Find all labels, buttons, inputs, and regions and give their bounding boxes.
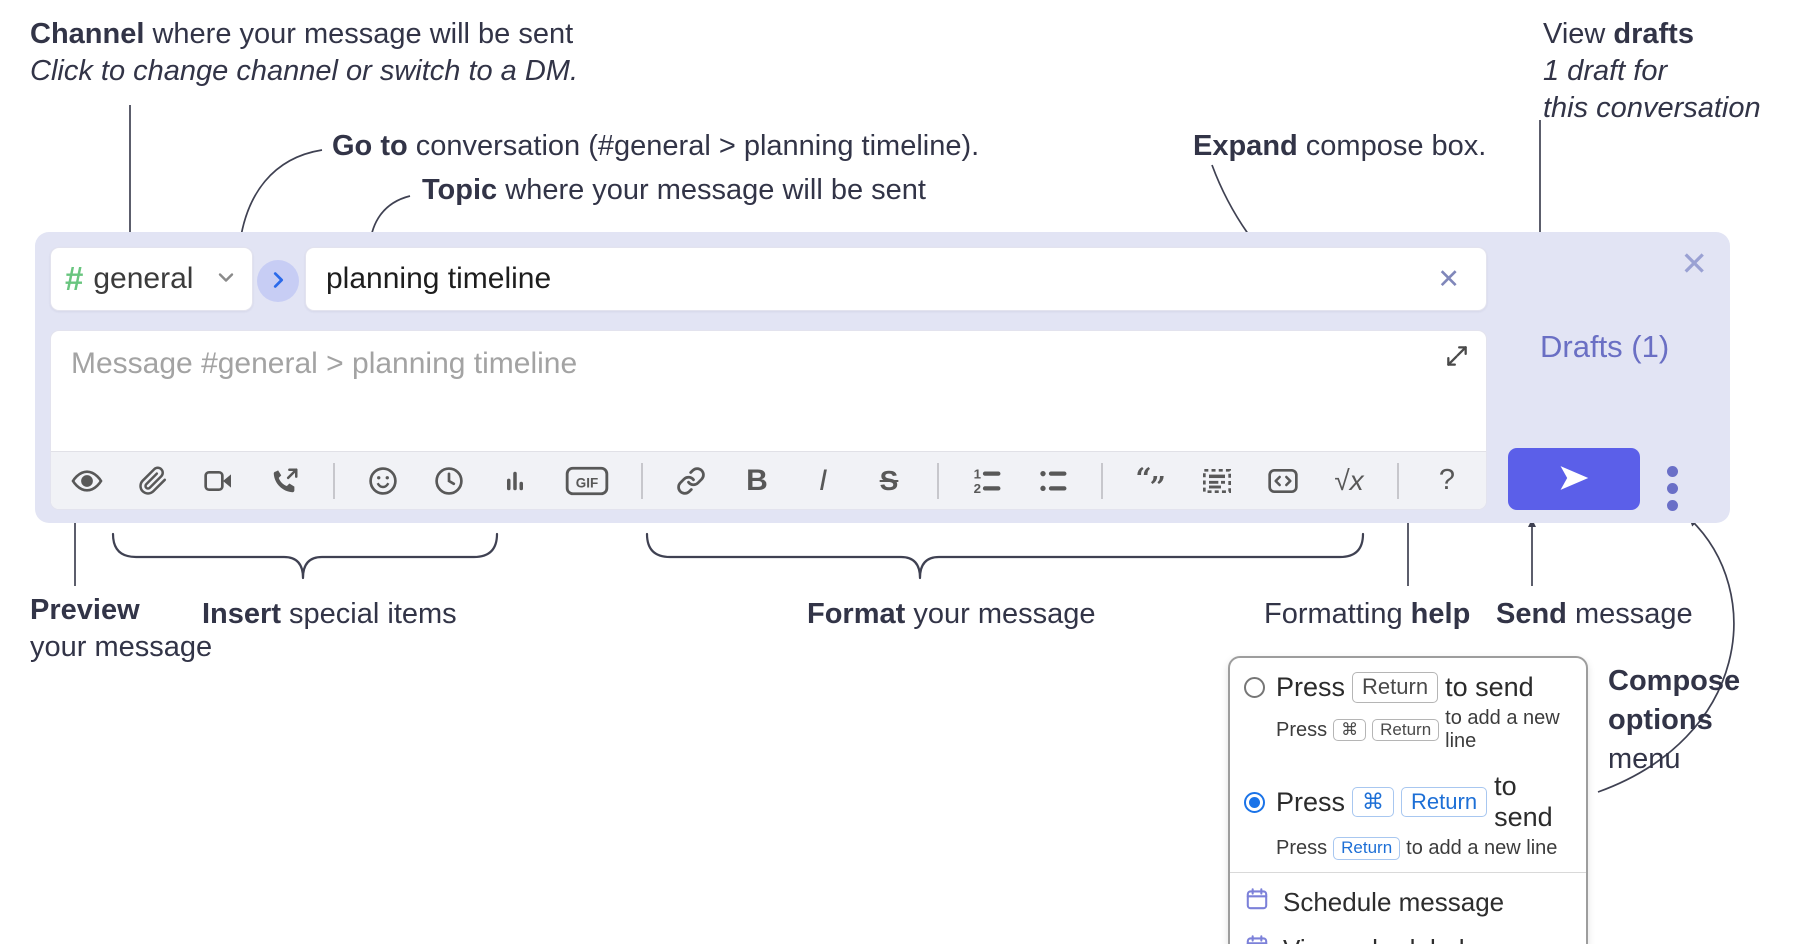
bulleted-list-icon[interactable]	[1035, 460, 1071, 502]
send-icon	[1555, 459, 1593, 500]
code-icon[interactable]	[1265, 460, 1301, 502]
compose-options-kebab-icon[interactable]	[1663, 462, 1682, 515]
cmd-key: ⌘	[1352, 786, 1395, 818]
toolbar-divider	[937, 462, 939, 499]
video-call-icon[interactable]	[201, 460, 237, 502]
topic-input[interactable]	[326, 262, 1432, 296]
cmd-key: ⌘	[1333, 718, 1367, 742]
view-scheduled-messages-item[interactable]: View scheduled messages	[1230, 926, 1590, 944]
return-key: Return	[1352, 672, 1439, 703]
goto-note: Go to conversation (#general > planning …	[332, 130, 980, 162]
return-key: Return	[1372, 718, 1440, 742]
bold-icon[interactable]: B	[746, 463, 768, 497]
link-icon[interactable]	[673, 460, 709, 502]
time-icon[interactable]	[431, 460, 467, 502]
return-key: Return	[1401, 786, 1488, 818]
insert-note: Insert special items	[202, 598, 457, 630]
svg-text:GIF: GIF	[576, 475, 598, 490]
italic-icon[interactable]: I	[818, 463, 828, 497]
preview-eye-icon[interactable]	[69, 460, 105, 502]
view-drafts-note: View drafts 1 draft for this conversatio…	[1543, 18, 1761, 124]
toolbar-divider	[1397, 462, 1399, 499]
return-key: Return	[1333, 837, 1401, 860]
quote-icon[interactable]: “”	[1133, 460, 1169, 502]
poll-icon[interactable]	[497, 460, 533, 502]
calendar-icon	[1244, 886, 1270, 919]
gif-icon[interactable]: GIF	[563, 460, 611, 502]
expand-compose-icon[interactable]	[1444, 343, 1470, 374]
message-panel: GIF B I S 12 “”	[50, 330, 1487, 510]
message-input[interactable]	[51, 331, 1486, 451]
channel-selector[interactable]: # general	[50, 247, 253, 311]
formatting-help-icon[interactable]: ?	[1438, 464, 1456, 496]
chevron-down-icon	[214, 265, 238, 294]
drafts-link[interactable]: Drafts (1)	[1540, 329, 1670, 364]
emoji-icon[interactable]	[365, 460, 401, 502]
toolbar-divider	[1101, 462, 1103, 499]
format-note: Format your message	[807, 598, 1096, 630]
attach-file-icon[interactable]	[135, 460, 171, 502]
channel-name: general	[93, 262, 194, 295]
formatting-help-note: Formatting help	[1264, 598, 1471, 630]
preview-note: Preview your message	[30, 594, 213, 663]
send-button[interactable]	[1508, 448, 1640, 510]
radio-selected-icon[interactable]	[1244, 791, 1265, 813]
topic-input-box: ✕	[305, 247, 1487, 311]
schedule-message-item[interactable]: Schedule message	[1230, 879, 1586, 926]
svg-text:2: 2	[974, 481, 981, 496]
toolbar-divider	[333, 462, 335, 499]
channel-hash-icon: #	[65, 260, 84, 297]
calendar-grid-icon	[1244, 933, 1270, 944]
topic-note: Topic where your message will be sent	[422, 174, 926, 206]
strikethrough-icon[interactable]: S	[879, 464, 899, 496]
svg-text:1: 1	[974, 466, 982, 481]
toolbar-divider	[641, 462, 643, 499]
expand-note: Expand compose box.	[1193, 130, 1487, 162]
svg-text:”: ”	[1150, 469, 1166, 497]
radio-unselected-icon[interactable]	[1244, 677, 1265, 698]
channel-note: Channel where your message will be sent …	[30, 18, 579, 87]
compose-options-note: Compose options menu	[1608, 665, 1741, 775]
audio-call-icon[interactable]	[267, 460, 303, 502]
compose-options-menu: Press Return to send Press ⌘ Return to a…	[1228, 656, 1590, 944]
clear-topic-icon[interactable]: ✕	[1437, 263, 1460, 294]
send-note: Send message	[1496, 598, 1693, 630]
svg-text:“: “	[1135, 464, 1151, 495]
send-option-return[interactable]: Press Return to send Press ⌘ Return to a…	[1230, 670, 1586, 755]
compose-box: # general ✕ ✕	[35, 232, 1730, 523]
send-option-cmd-return[interactable]: Press ⌘ Return to send Press Return to a…	[1230, 769, 1586, 862]
menu-divider	[1230, 872, 1586, 873]
spoiler-icon[interactable]	[1199, 460, 1235, 502]
go-to-conversation-button[interactable]	[257, 260, 299, 302]
close-compose-icon[interactable]: ✕	[1680, 245, 1708, 282]
chevron-right-icon	[267, 269, 289, 294]
math-icon[interactable]: √x	[1334, 464, 1364, 496]
